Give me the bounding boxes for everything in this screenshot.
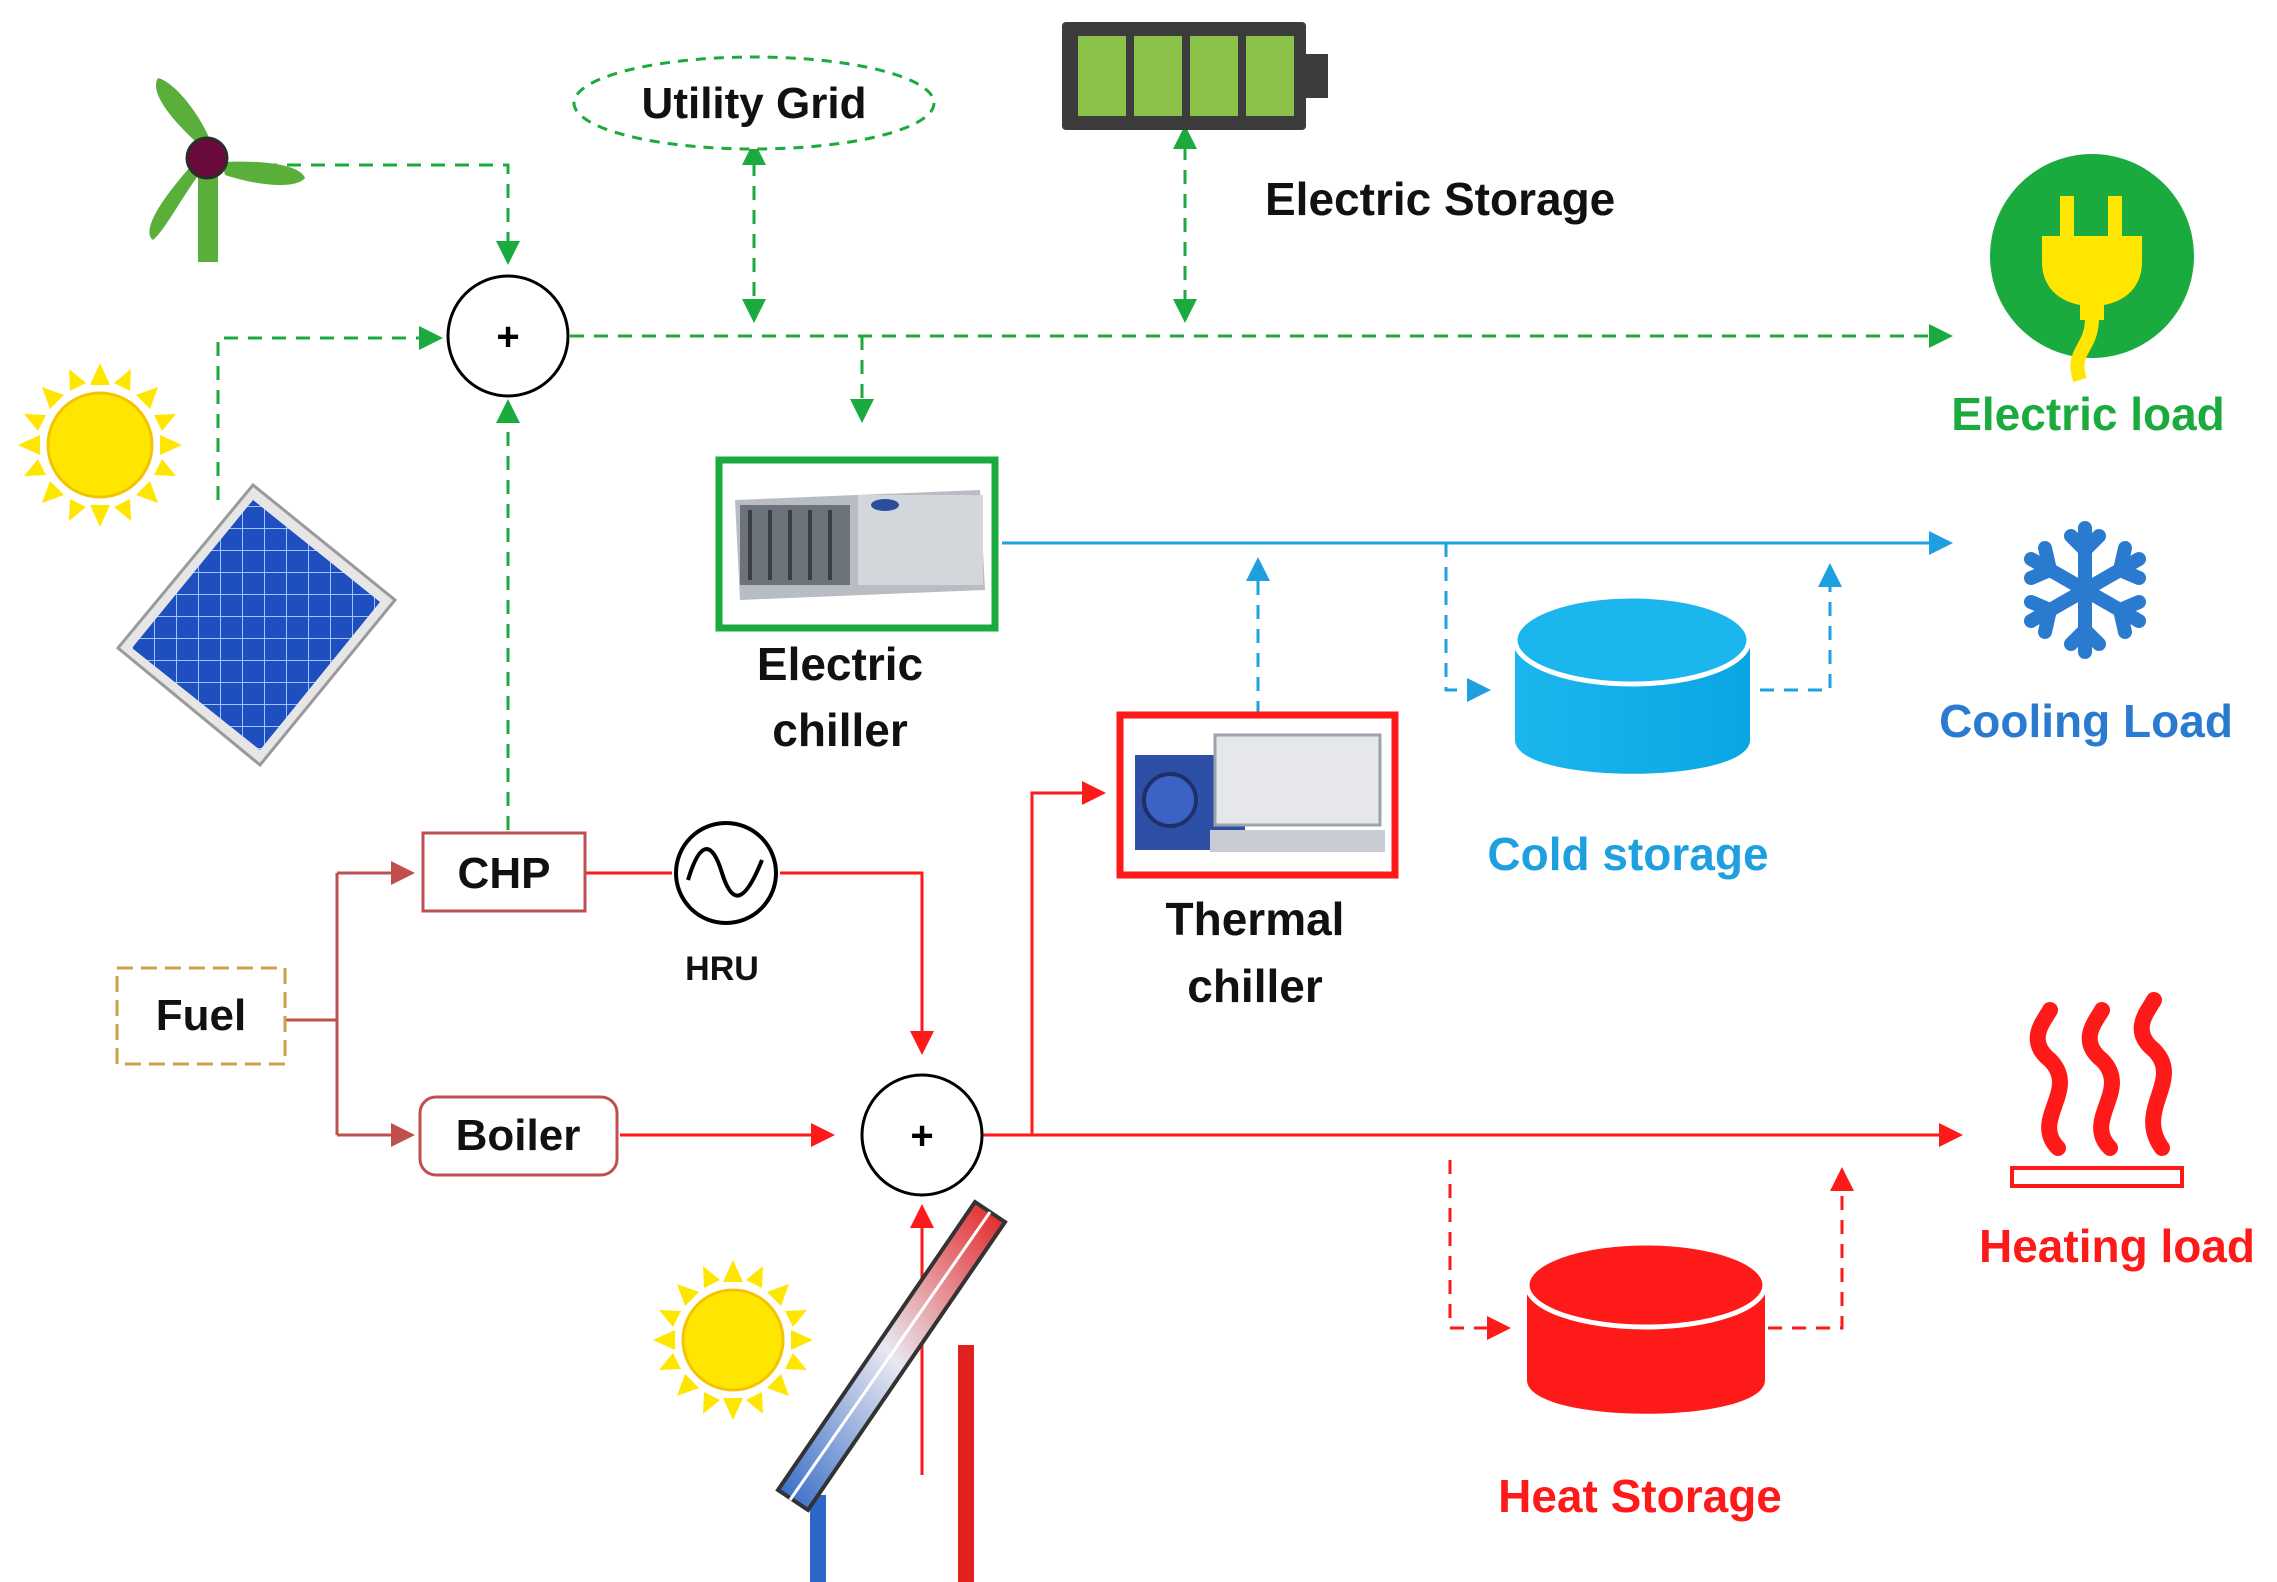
electric-load [1990, 154, 2194, 383]
electric-chiller-line1: Electric [757, 638, 923, 690]
battery-icon [1062, 22, 1328, 130]
boiler: Boiler [418, 1095, 619, 1177]
electric-summing-junction: + [446, 274, 570, 398]
utility-grid: Utility Grid [572, 55, 936, 151]
thermal-chiller: Thermal chiller [1116, 711, 1399, 1012]
wind-turbine-icon [149, 78, 305, 262]
electric-network [215, 125, 1953, 830]
thermal-chiller-line1: Thermal [1166, 893, 1345, 945]
heat-storage-tank-icon [1524, 1240, 1768, 1414]
electric-chiller-unit-icon [735, 490, 985, 600]
heat-icon [2029, 992, 2172, 1156]
heat-storage-label: Heat Storage [1498, 1470, 1782, 1522]
fuel-network [285, 861, 415, 1147]
sun-icon-bottom [653, 1260, 813, 1420]
fuel-label: Fuel [156, 991, 246, 1040]
utility-grid-label: Utility Grid [642, 79, 867, 128]
cold-storage-label: Cold storage [1487, 828, 1768, 880]
thermal-chiller-line2: chiller [1187, 960, 1323, 1012]
heat-junction-symbol: + [910, 1114, 933, 1158]
chp: CHP [421, 831, 587, 913]
solar-panel-icon [115, 482, 398, 768]
heat-summing-junction: + [860, 1073, 984, 1197]
hru-label: HRU [685, 950, 759, 988]
boiler-label: Boiler [456, 1111, 581, 1160]
heat-dashed [1448, 1160, 1854, 1340]
thermal-chiller-unit-icon [1135, 733, 1385, 852]
electric-load-label: Electric load [1951, 388, 2225, 440]
cold-storage-tank-icon [1512, 593, 1752, 774]
heating-load-label: Heating load [1979, 1220, 2255, 1272]
junction-symbol: + [496, 315, 519, 359]
cooling-load-label: Cooling Load [1939, 695, 2233, 747]
electric-storage-label: Electric Storage [1265, 173, 1615, 225]
fuel: Fuel [115, 966, 287, 1066]
cooling-dashed [1246, 543, 1842, 715]
electric-chiller: Electric chiller [715, 456, 999, 756]
chp-label: CHP [458, 849, 551, 898]
electric-chiller-line2: chiller [772, 704, 908, 756]
sun-icon [18, 363, 182, 527]
solar-thermal-collector-icon [775, 1199, 1008, 1582]
plug-icon [2042, 196, 2142, 383]
hru: HRU [674, 821, 778, 988]
snowflake-icon [2024, 521, 2146, 659]
heat-plate [2010, 1166, 2184, 1188]
